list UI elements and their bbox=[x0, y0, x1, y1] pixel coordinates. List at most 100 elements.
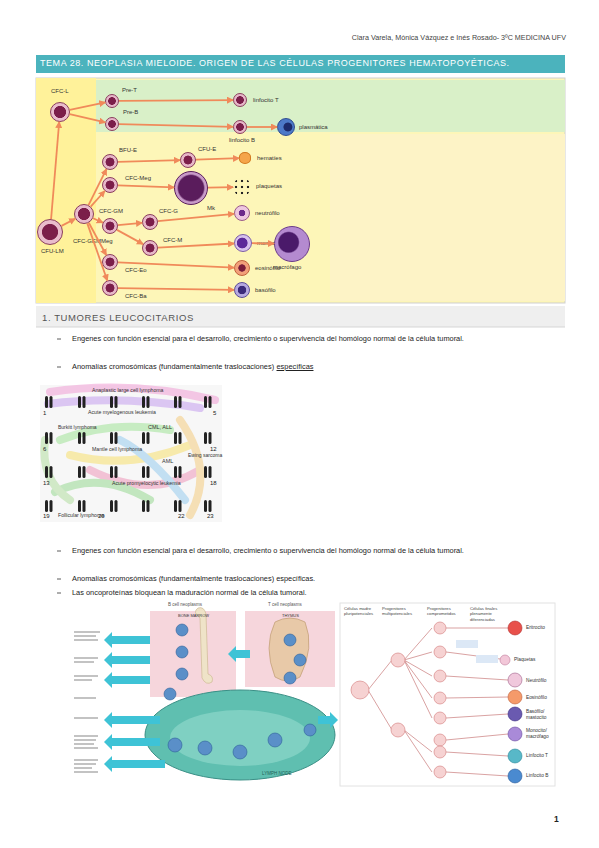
cell-label: CFC-GEMMeg bbox=[73, 238, 113, 245]
cell-node: BFU-E bbox=[102, 154, 118, 170]
diagram-background-part bbox=[36, 78, 565, 303]
neoplasm-figure-part bbox=[104, 632, 338, 772]
page-label: Mantle cell lymphoma bbox=[92, 446, 142, 453]
neoplasm-figure-part-part bbox=[74, 739, 96, 740]
page-label: Las oncoproteínas bloquean la maduración… bbox=[72, 588, 307, 597]
neoplasm-figure-part-part bbox=[176, 646, 188, 658]
chromosome-figure-part bbox=[174, 396, 182, 408]
neoplasm-figure-part-part bbox=[74, 763, 96, 764]
cell-label: Pre-B bbox=[123, 109, 138, 116]
page-label: Monocito/ macrófago bbox=[526, 728, 554, 740]
neoplasm-figure-part-part bbox=[284, 634, 296, 646]
differentiation-figure-part bbox=[340, 603, 555, 786]
cell-label: linfocito B bbox=[229, 137, 255, 144]
page-label: 23 bbox=[207, 513, 214, 521]
differentiation-figure-part-part bbox=[508, 749, 522, 763]
neoplasm-figure bbox=[70, 598, 338, 788]
page-label: Células madre pluripotenciales bbox=[344, 606, 376, 617]
differentiation-figure-part-part bbox=[404, 628, 432, 660]
cell-node: CFC-M bbox=[142, 240, 158, 256]
title-bar-part bbox=[36, 55, 565, 73]
arrow-connector bbox=[87, 223, 107, 280]
neoplasm-figure-part bbox=[145, 690, 335, 780]
neoplasm-figure-part bbox=[245, 611, 335, 687]
cell-node: Pre-B bbox=[105, 117, 119, 131]
chromosome-figure-part-part bbox=[44, 440, 70, 500]
page-label: AML bbox=[162, 458, 173, 465]
page-label: Células finales plenamente diferenciadas bbox=[470, 606, 514, 622]
chromosome-figure-part bbox=[110, 500, 118, 512]
neoplasm-figure-part bbox=[70, 598, 336, 788]
differentiation-figure-part-part bbox=[404, 730, 432, 772]
neoplasm-figure-part-part bbox=[74, 675, 98, 676]
diagram-background-part bbox=[36, 78, 96, 303]
page-label: Plaquetas bbox=[514, 657, 535, 663]
cell-node: CFC-Eo bbox=[102, 254, 118, 270]
chromosome-figure-part bbox=[78, 396, 86, 408]
arrow-connector bbox=[91, 191, 105, 207]
page-label: Ewing sarcoma bbox=[188, 452, 222, 458]
title-bar bbox=[36, 55, 565, 73]
neoplasm-figure-part-part bbox=[176, 668, 188, 680]
cell-label: hematíes bbox=[257, 155, 282, 162]
chromosome-figure-part bbox=[78, 432, 86, 444]
neoplasm-figure-part-part bbox=[74, 759, 98, 760]
neoplasm-figure-part bbox=[170, 710, 310, 766]
differentiation-figure-part-part bbox=[434, 712, 446, 724]
differentiation-figure-part-part bbox=[508, 769, 522, 783]
neoplasm-figure-part-part bbox=[318, 712, 338, 728]
cell-node: basófilo bbox=[234, 282, 250, 298]
differentiation-figure-part-part bbox=[446, 772, 508, 776]
neoplasm-figure-part-part bbox=[164, 688, 176, 700]
page-label: Basófilo/ mastocito bbox=[526, 709, 552, 721]
arrow-connector bbox=[247, 126, 277, 128]
differentiation-figure-part-part bbox=[446, 676, 508, 680]
cell-node: eosinófilo bbox=[234, 260, 250, 276]
cell-node: macrófago bbox=[274, 226, 310, 262]
bullet-dash-part bbox=[57, 367, 61, 368]
differentiation-figure-part bbox=[351, 622, 446, 778]
cell-label: Pre-T bbox=[122, 87, 137, 94]
cell-label: BFU-E bbox=[119, 147, 137, 154]
neoplasm-figure-part-part bbox=[104, 756, 165, 772]
neoplasm-figure-part-part bbox=[168, 738, 182, 752]
neoplasm-figure-part-part bbox=[104, 652, 150, 668]
differentiation-figure-part-part bbox=[391, 653, 405, 667]
page-label: específicas bbox=[277, 362, 314, 371]
cell-node: plasmática bbox=[277, 118, 295, 136]
title-text: TEMA 28. NEOPLASIA MIELOIDE. ORIGEN DE L… bbox=[40, 58, 510, 69]
arrow-connector bbox=[158, 244, 234, 248]
page-label: 20 bbox=[98, 513, 105, 521]
cell-node: CFC-Meg bbox=[102, 177, 118, 193]
cell-label: plasmática bbox=[299, 124, 328, 131]
cell-node: linfocito B bbox=[233, 120, 247, 134]
differentiation-figure-part-part bbox=[434, 622, 446, 634]
differentiation-figure-part-part bbox=[508, 727, 522, 741]
arrow-connector bbox=[117, 230, 143, 244]
page-label: Eosinófilo bbox=[526, 695, 547, 701]
chromosome-figure bbox=[40, 385, 222, 522]
chromosome-figure-part bbox=[44, 388, 215, 516]
neoplasm-figure-part bbox=[269, 618, 309, 681]
page-label: 22 bbox=[178, 513, 185, 521]
differentiation-figure-part-part bbox=[404, 660, 432, 698]
page-label: 6 bbox=[43, 446, 46, 454]
neoplasm-figure-part bbox=[74, 632, 100, 772]
differentiation-figure-part bbox=[456, 640, 478, 648]
page-label: B cell neoplasms bbox=[168, 602, 202, 608]
chromosome-figure-part bbox=[110, 432, 118, 444]
page-label: 19 bbox=[43, 513, 50, 521]
page-label: LYMPH NODE bbox=[262, 771, 291, 777]
differentiation-figure-part-part bbox=[404, 652, 432, 660]
page-label: Engenes con función esencial para el des… bbox=[72, 334, 550, 343]
chromosome-figure-part bbox=[204, 466, 212, 478]
cell-node: CFC-GEMMeg bbox=[74, 204, 94, 224]
differentiation-figure-part-part bbox=[446, 697, 508, 698]
neoplasm-figure-part-part bbox=[74, 771, 98, 772]
chromosome-figure-part bbox=[78, 466, 86, 478]
chromosome-figure-part bbox=[110, 396, 118, 408]
neoplasm-figure-part bbox=[150, 611, 236, 697]
differentiation-figure-part-part bbox=[434, 692, 446, 704]
chromosome-figure-part bbox=[45, 396, 53, 408]
chromosome-figure-part bbox=[204, 396, 212, 408]
